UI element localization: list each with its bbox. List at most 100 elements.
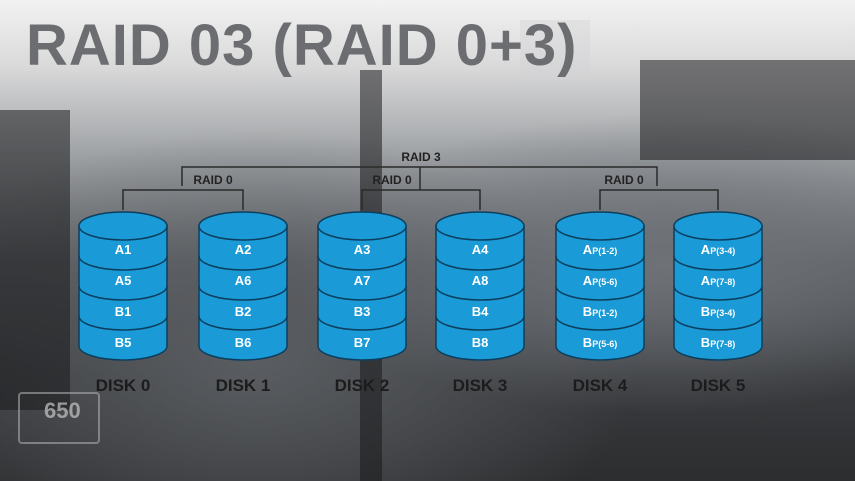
block-label: A2 bbox=[198, 242, 288, 258]
block-parity-sub: P(5-6) bbox=[592, 339, 618, 349]
platter-separator bbox=[555, 255, 645, 271]
block-parity-sub: P(7-8) bbox=[710, 339, 736, 349]
raid0-bracket-1 bbox=[122, 189, 244, 210]
block-main: A3 bbox=[353, 242, 371, 257]
platter-separator bbox=[317, 285, 407, 301]
block-label: B6 bbox=[198, 335, 288, 351]
block-label: BP(7-8) bbox=[673, 335, 763, 352]
block-main: A7 bbox=[353, 273, 371, 288]
block-main: A2 bbox=[234, 242, 252, 257]
disk-cylinder-4 bbox=[555, 211, 645, 361]
raid0-bracket-2 bbox=[361, 189, 481, 210]
rack-panel-left bbox=[0, 110, 70, 410]
platter-separator bbox=[198, 285, 288, 301]
block-label: A5 bbox=[78, 273, 168, 289]
block-main: B6 bbox=[234, 335, 252, 350]
platter-separator bbox=[78, 255, 168, 271]
block-parity-sub: P(1-2) bbox=[592, 308, 618, 318]
block-main: B3 bbox=[353, 304, 371, 319]
block-label: BP(1-2) bbox=[555, 304, 645, 321]
platter-separator bbox=[435, 285, 525, 301]
raid0-label-3: RAID 0 bbox=[604, 173, 644, 187]
disk-name-5: DISK 5 bbox=[690, 376, 746, 395]
disk-body bbox=[78, 225, 168, 361]
block-main: B bbox=[700, 335, 711, 350]
disk-body bbox=[198, 225, 288, 361]
disk-4: AP(1-2)AP(5-6)BP(1-2)BP(5-6) bbox=[555, 210, 645, 361]
platter-separator bbox=[435, 255, 525, 271]
raid0-label-1: RAID 0 bbox=[193, 173, 233, 187]
disk-top bbox=[78, 211, 168, 241]
disk-name-1: DISK 1 bbox=[215, 376, 271, 395]
platter-separator bbox=[198, 315, 288, 331]
platter-separator bbox=[555, 315, 645, 331]
raid0-label-2: RAID 0 bbox=[372, 173, 412, 187]
block-parity-sub: P(7-8) bbox=[710, 277, 736, 287]
raid0-bracket-3 bbox=[599, 189, 719, 210]
block-main: B2 bbox=[234, 304, 252, 319]
platter-separator bbox=[555, 285, 645, 301]
block-main: A bbox=[582, 273, 593, 288]
block-parity-sub: P(3-4) bbox=[710, 246, 736, 256]
disk-cylinder-0 bbox=[78, 211, 168, 361]
block-label: B5 bbox=[78, 335, 168, 351]
disk-top bbox=[198, 211, 288, 241]
disk-top bbox=[435, 211, 525, 241]
block-label: A8 bbox=[435, 273, 525, 289]
block-parity-sub: P(3-4) bbox=[710, 308, 736, 318]
disk-top bbox=[317, 211, 407, 241]
platter-separator bbox=[78, 285, 168, 301]
block-main: A1 bbox=[114, 242, 132, 257]
platter-separator bbox=[198, 255, 288, 271]
block-main: A4 bbox=[471, 242, 489, 257]
platter-separator bbox=[435, 315, 525, 331]
platter-separator bbox=[673, 315, 763, 331]
block-label: AP(7-8) bbox=[673, 273, 763, 290]
block-main: B bbox=[700, 304, 711, 319]
rack-panel-right bbox=[640, 60, 855, 160]
block-label: B8 bbox=[435, 335, 525, 351]
disk-cylinder-2 bbox=[317, 211, 407, 361]
block-main: B1 bbox=[114, 304, 132, 319]
block-label: B4 bbox=[435, 304, 525, 320]
block-label: BP(3-4) bbox=[673, 304, 763, 321]
disk-cylinder-3 bbox=[435, 211, 525, 361]
disk-name-3: DISK 3 bbox=[452, 376, 508, 395]
block-parity-sub: P(1-2) bbox=[592, 246, 618, 256]
block-main: B8 bbox=[471, 335, 489, 350]
disk-top bbox=[673, 211, 763, 241]
block-main: A bbox=[700, 242, 711, 257]
platter-separator bbox=[317, 255, 407, 271]
block-main: A8 bbox=[471, 273, 489, 288]
block-parity-sub: P(5-6) bbox=[592, 277, 618, 287]
disk-cylinder-5 bbox=[673, 211, 763, 361]
block-main: B5 bbox=[114, 335, 132, 350]
disk-name-4: DISK 4 bbox=[572, 376, 628, 395]
block-label: A3 bbox=[317, 242, 407, 258]
block-label: B7 bbox=[317, 335, 407, 351]
disk-5: AP(3-4)AP(7-8)BP(3-4)BP(7-8) bbox=[673, 210, 763, 361]
raid3-label: RAID 3 bbox=[401, 150, 441, 164]
page-title: RAID 03 (RAID 0+3) bbox=[26, 13, 578, 78]
block-label: B1 bbox=[78, 304, 168, 320]
block-label: B3 bbox=[317, 304, 407, 320]
disk-body bbox=[673, 225, 763, 361]
block-label: AP(1-2) bbox=[555, 242, 645, 259]
drive-label-bg bbox=[520, 20, 590, 75]
block-main: A bbox=[700, 273, 711, 288]
block-label: A4 bbox=[435, 242, 525, 258]
disk-body bbox=[555, 225, 645, 361]
block-main: A5 bbox=[114, 273, 132, 288]
block-label: B2 bbox=[198, 304, 288, 320]
disk-body bbox=[317, 225, 407, 361]
block-main: B4 bbox=[471, 304, 489, 319]
block-label: A7 bbox=[317, 273, 407, 289]
disk-cylinder-1 bbox=[198, 211, 288, 361]
platter-separator bbox=[78, 315, 168, 331]
block-label: A1 bbox=[78, 242, 168, 258]
block-main: B bbox=[582, 335, 593, 350]
